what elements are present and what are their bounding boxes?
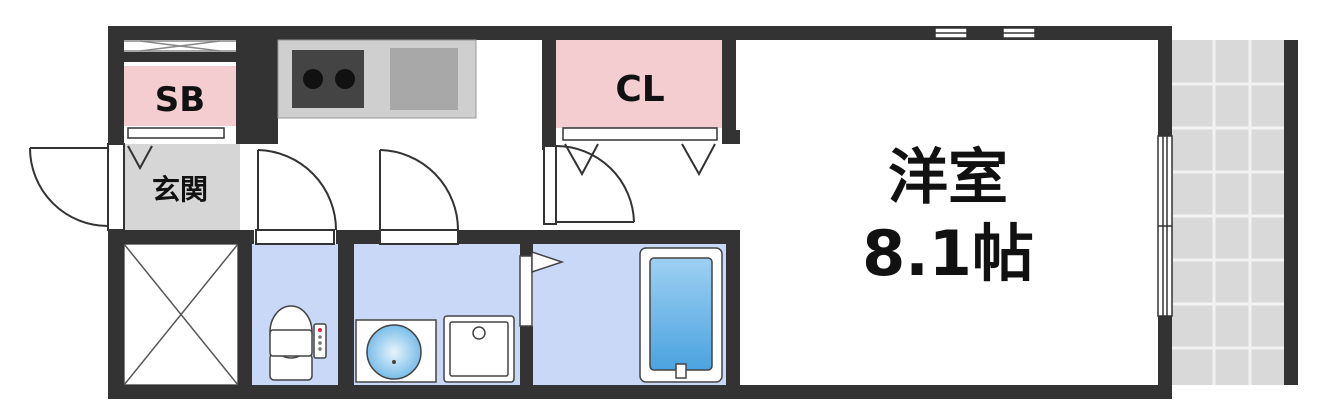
toilet-icon: [269, 305, 327, 381]
kitchen: [277, 39, 477, 119]
wash-basin-icon: [355, 319, 437, 383]
closet-label: CL: [615, 69, 664, 110]
bathroom-door: [519, 250, 565, 327]
kitchen-sink: [390, 48, 458, 110]
western-room-name: 洋室: [888, 143, 1008, 213]
walls: [108, 26, 1172, 399]
shoe-box-label: SB: [155, 80, 205, 120]
balcony: [1172, 40, 1298, 385]
pipe-shaft: [123, 243, 239, 386]
toilet-door: [255, 149, 337, 245]
balcony-sliding-window: [1157, 135, 1173, 317]
entrance-label: 玄関: [152, 173, 208, 206]
shoe-box: SB: [124, 66, 236, 139]
burner-right-icon: [335, 69, 355, 89]
washroom-door: [379, 149, 459, 245]
closet: CL: [556, 40, 722, 177]
bathtub-icon: [639, 247, 723, 383]
washing-machine-pan-icon: [443, 315, 515, 383]
western-room-size: 8.1帖: [862, 217, 1034, 290]
vent-top-left: [124, 40, 236, 52]
window-top: [934, 27, 1036, 39]
toilet-control-panel: [318, 328, 322, 351]
burner-left-icon: [303, 69, 323, 89]
room-door: [543, 145, 635, 225]
entrance-door: [29, 143, 153, 231]
entrance-floor: [124, 144, 240, 230]
